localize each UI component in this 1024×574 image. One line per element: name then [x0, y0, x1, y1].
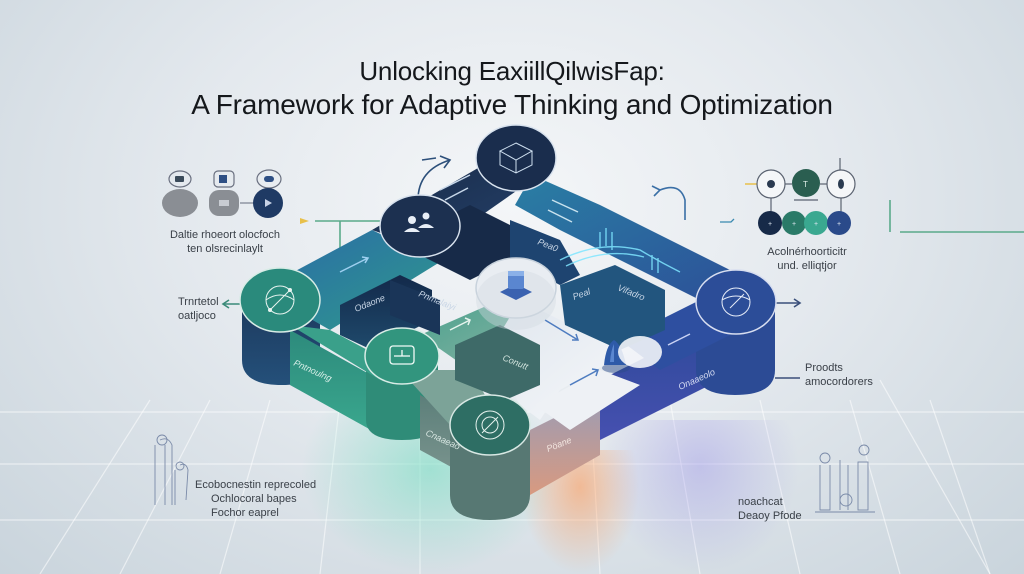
svg-text:+: + [768, 221, 772, 228]
callout-bottom-left-line1: Ecobocnestin reprecoled [195, 479, 317, 491]
callout-top-left: Daltie rhoeort olocfoch ten olsrecinlayl… [150, 228, 300, 256]
path-arrows [279, 174, 691, 386]
callout-bottom-left-line2: Ochlocoral bapes [211, 493, 297, 505]
title-line-2: A Framework for Adaptive Thinking and Op… [191, 89, 833, 120]
callout-mid-right-line1: Proodts [805, 362, 843, 374]
nodes [239, 124, 777, 456]
svg-text:+: + [792, 221, 796, 228]
globe-network-icon [265, 285, 295, 315]
callout-top-right: Acolnérhoorticitr und. elliqtjor [742, 245, 872, 273]
callout-mid-right: Proodts amocordorers [805, 361, 905, 389]
callout-top-right-line2: und. elliqtjor [777, 260, 837, 272]
tray-icon [389, 345, 415, 365]
callout-top-left-line2: ten olsrecinlaylt [187, 243, 263, 255]
lab-equipment-sketch-icon [815, 444, 875, 513]
svg-text:+: + [814, 221, 818, 228]
callout-top-left-line1: Daltie rhoeort olocfoch [169, 229, 281, 241]
page-title: Unlocking EaxiillQilwisFap: A Framework … [0, 54, 1024, 122]
callout-mid-left-line1: Trnrtetol [178, 296, 219, 308]
callout-top-right-line1: Acolnérhoorticitr [767, 246, 847, 258]
node-network-icons: T + + + + [720, 158, 856, 235]
people-icon [404, 212, 434, 232]
title-line-1: Unlocking EaxiillQilwisFap: [359, 56, 665, 86]
globe-network-icon-right [721, 287, 751, 317]
inner-recesses [340, 205, 665, 400]
callout-bottom-left-line3: Fochor eaprel [211, 507, 279, 519]
callout-bottom-right: noachcat Deaoy Pfode [738, 495, 818, 523]
platform-icon [500, 271, 532, 300]
cluster-icons [162, 169, 283, 218]
cube-icon [498, 142, 534, 174]
callout-mid-left-line2: oatljoco [178, 310, 216, 322]
compass-icon [475, 410, 505, 440]
callout-bottom-right-line1: noachcat [738, 496, 783, 508]
connector-lines [315, 200, 1024, 260]
callout-mid-left: Trnrtetol oatljoco [178, 295, 238, 323]
violet-glow [600, 420, 800, 574]
svg-text:+: + [837, 221, 841, 228]
svg-text:T: T [803, 180, 808, 189]
callout-bottom-left: Ecobocnestin reprecoled Ochlocoral bapes… [195, 478, 335, 520]
callout-bottom-right-line2: Deaoy Pfode [738, 510, 802, 522]
people-sketch-icon [154, 434, 189, 505]
callout-mid-right-line2: amocordorers [805, 376, 873, 388]
right-arrow [776, 298, 802, 308]
light-streak [559, 228, 681, 273]
